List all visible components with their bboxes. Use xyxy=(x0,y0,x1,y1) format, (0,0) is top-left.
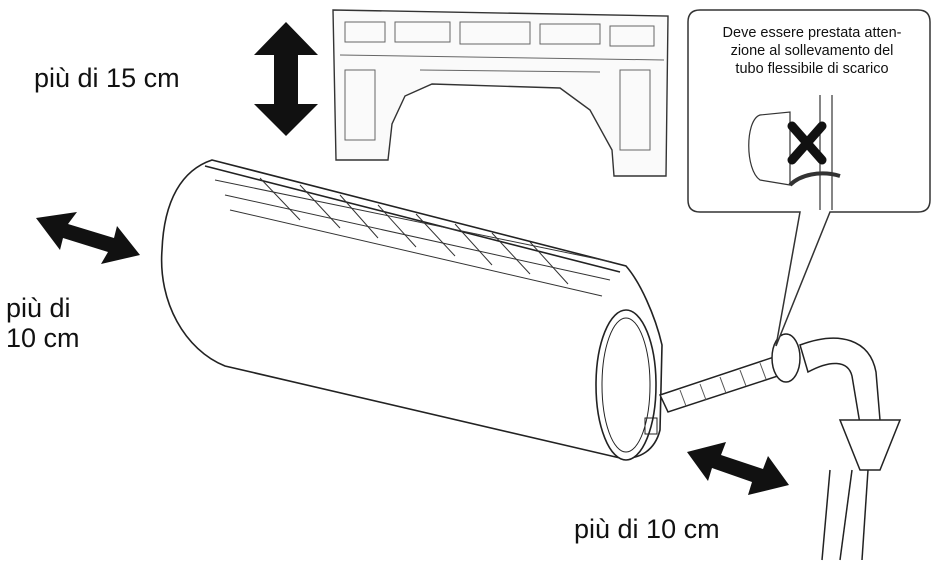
bottom-double-arrow-icon xyxy=(687,442,789,495)
top-clearance-label: più di 15 cm xyxy=(34,63,180,93)
cross-mark-icon xyxy=(787,121,827,165)
mounting-plate xyxy=(332,9,669,177)
side-clearance-label: più di 10 cm xyxy=(6,293,80,353)
callout-line-1: Deve essere prestata atten- xyxy=(722,25,902,41)
bottom-clearance-label: più di 10 cm xyxy=(574,514,720,544)
callout-line-2: zione al sollevamento del xyxy=(730,43,894,59)
callout-line-3: tubo flessibile di scarico xyxy=(735,61,889,77)
left-double-arrow-icon xyxy=(36,212,140,264)
side-clearance-line1: più di xyxy=(6,293,71,323)
pipe-assembly xyxy=(658,333,902,561)
indoor-unit xyxy=(160,159,663,461)
callout-note: Deve essere prestata atten- zione al sol… xyxy=(692,24,932,78)
side-clearance-line2: 10 cm xyxy=(6,323,80,353)
callout-bubble xyxy=(687,9,931,347)
vertical-double-arrow-icon xyxy=(254,22,318,136)
